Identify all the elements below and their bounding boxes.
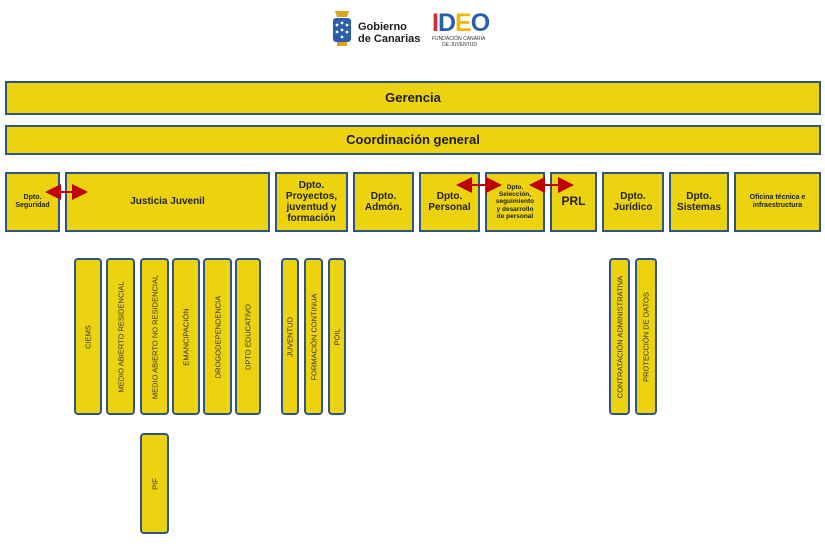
dept-sistemas-line-2: Sistemas	[677, 202, 721, 213]
dept-seguridad-line-1: Dpto.	[23, 194, 42, 202]
unit-medio-abierto-residencial: MEDIO ABIERTO RESIDENCIAL	[106, 258, 135, 415]
dept-personal: Dpto.Personal	[419, 172, 480, 232]
unit-pif-label: PIF	[150, 477, 159, 490]
gerencia-box: Gerencia	[5, 81, 821, 115]
dept-justicia-label: Justicia Juvenil	[130, 196, 205, 208]
unit-contratacion-administrativa: CONTRATACIÓN ADMINISTRATIVA	[609, 258, 630, 415]
dept-seleccion-line-3: seguimiento	[495, 198, 535, 206]
dept-sistemas-line-1: Dpto.	[686, 190, 712, 202]
dept-juridico: Dpto.Jurídico	[602, 172, 664, 232]
dept-justicia-juvenil: Justicia Juvenil	[65, 172, 270, 232]
unit-juventud: JUVENTUD	[281, 258, 299, 415]
gobierno-line1: Gobierno	[358, 21, 407, 33]
gobierno-line2: de Canarias	[358, 33, 421, 45]
unit-medio-abierto-residencial-label: MEDIO ABIERTO RESIDENCIAL	[116, 280, 125, 393]
unit-poil: POIL	[328, 258, 346, 415]
unit-pif: PIF	[140, 433, 169, 534]
unit-proteccion-label: PROTECCIÓN DE DATOS	[641, 291, 651, 382]
ideo-subtitle-1: FUNDACIÓN CANARIA	[432, 36, 486, 42]
unit-medio-abierto-no-residencial: MEDIO ABIERTO NO RESIDENCIAL	[140, 258, 169, 415]
dept-oficina-line-2: infraestructura	[752, 202, 803, 209]
dept-juridico-line-2: Jurídico	[613, 202, 653, 213]
ideo-letter-d: D	[437, 9, 456, 37]
ideo-logo: IDEO FUNDACIÓN CANARIA DE JUVENTUD	[432, 10, 498, 50]
dept-juridico-line-1: Dpto.	[620, 190, 646, 202]
ideo-subtitle-2: DE JUVENTUD	[442, 42, 478, 48]
ideo-letter-e: E	[455, 9, 472, 37]
unit-dpto-educativo-label: DPTO EDUCATIVO	[243, 303, 253, 370]
dept-prl: PRL	[550, 172, 597, 232]
unit-formacion-continua: FORMACIÓN CONTINUA	[304, 258, 323, 415]
dept-proyectos-line-3: juventud y	[286, 202, 337, 213]
dept-seleccion-line-2: Selección,	[498, 191, 532, 199]
dept-seleccion-line-4: y desarrollo	[496, 205, 534, 213]
unit-drogodependencia-label: DROGODEPENDENCIA	[213, 295, 222, 378]
coordinacion-label: Coordinación general	[346, 131, 480, 147]
unit-proteccion-datos: PROTECCIÓN DE DATOS	[635, 258, 657, 415]
coordinacion-box: Coordinación general	[5, 125, 821, 155]
unit-ciems: CIEMS	[74, 258, 102, 415]
unit-emancipacion-label: EMANCIPACIÓN	[181, 307, 191, 366]
dept-admon: Dpto.Admón.	[353, 172, 414, 232]
dept-prl-label: PRL	[561, 194, 586, 209]
unit-emancipacion: EMANCIPACIÓN	[172, 258, 200, 415]
unit-ciems-label: CIEMS	[83, 324, 93, 349]
dept-sistemas: Dpto.Sistemas	[669, 172, 729, 232]
dept-seleccion-line-1: Dpto.	[506, 183, 524, 191]
unit-formacion-continua-label: FORMACIÓN CONTINUA	[309, 292, 318, 381]
dept-oficina-line-1: Oficina técnica e	[749, 194, 806, 202]
unit-drogodependencia: DROGODEPENDENCIA	[203, 258, 232, 415]
unit-contratacion-label: CONTRATACIÓN ADMINISTRATIVA	[615, 275, 624, 398]
dept-admon-line-2: Admón.	[364, 202, 403, 213]
gerencia-label: Gerencia	[385, 89, 441, 105]
ideo-letter-o: O	[470, 9, 490, 37]
unit-medio-abierto-no-residencial-label: MEDIO ABIERTO NO RESIDENCIAL	[150, 274, 159, 399]
coat-of-arms-icon	[333, 11, 351, 46]
unit-poil-label: POIL	[332, 327, 342, 346]
unit-juventud-label: JUVENTUD	[285, 316, 295, 357]
dept-proyectos-line-1: Dpto.	[298, 179, 325, 191]
dept-proyectos-line-2: Proyectos,	[285, 190, 338, 202]
dept-personal-line-2: Personal	[428, 202, 471, 213]
dept-seleccion-line-5: de personal	[496, 212, 534, 220]
dept-seguridad: Dpto.Seguridad	[5, 172, 60, 232]
gobierno-canarias-logo: Gobierno de Canarias	[331, 8, 423, 48]
dept-proyectos-line-4: formación	[287, 213, 336, 225]
dept-admon-line-1: Dpto.	[370, 190, 397, 202]
unit-dpto-educativo: DPTO EDUCATIVO	[235, 258, 261, 415]
ideo-letter-i: I	[432, 9, 439, 37]
dept-seguridad-line-2: Seguridad	[15, 202, 50, 209]
dept-personal-line-1: Dpto.	[436, 190, 463, 202]
